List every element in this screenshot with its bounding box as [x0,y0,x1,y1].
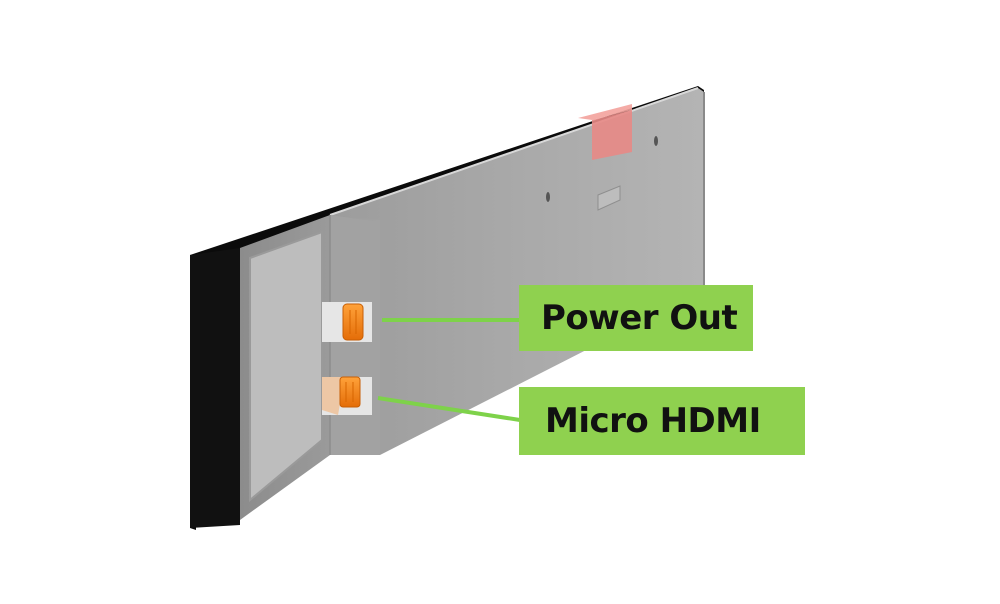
power-out-label-text: Power Out [541,298,738,338]
end-cap [240,215,380,520]
micro-hdmi-leader-line [377,396,521,422]
power-out-label: Power Out [519,285,753,351]
rear-housing [329,87,705,455]
power-out-port-icon [342,303,364,341]
micro-hdmi-label-text: Micro HDMI [545,401,761,441]
micro-hdmi-port-icon [339,376,361,408]
micro-hdmi-label: Micro HDMI [519,387,805,455]
